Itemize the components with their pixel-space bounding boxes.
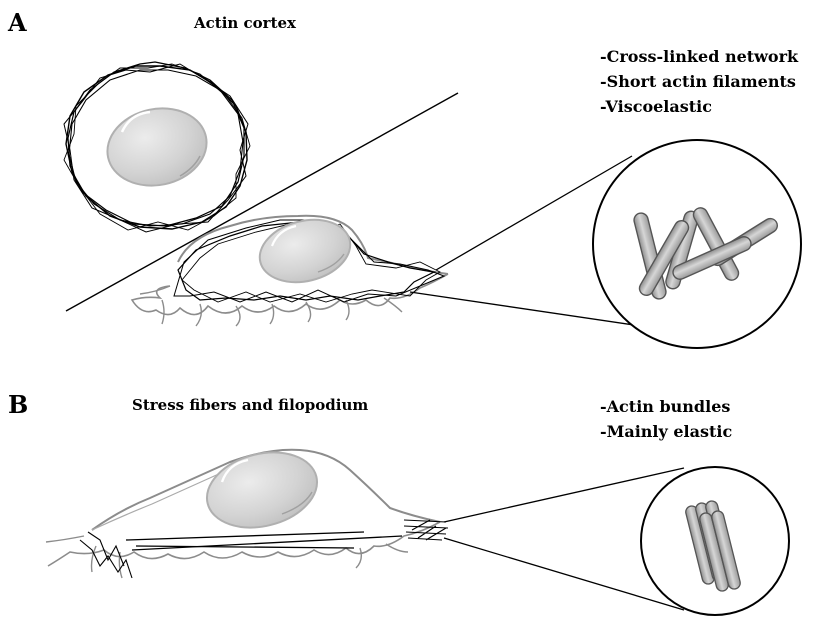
round-cell [64,62,250,232]
stress-fiber [126,532,364,540]
nucleus [199,442,325,539]
zoom-circle-bundle [641,467,789,615]
filopodium-bundle [404,520,448,540]
zoom-circle [593,140,801,348]
zoom-circle-network [593,140,801,348]
filopodia-dark [80,532,132,578]
nucleus [100,99,214,194]
stress-fiber-cell [46,442,448,578]
